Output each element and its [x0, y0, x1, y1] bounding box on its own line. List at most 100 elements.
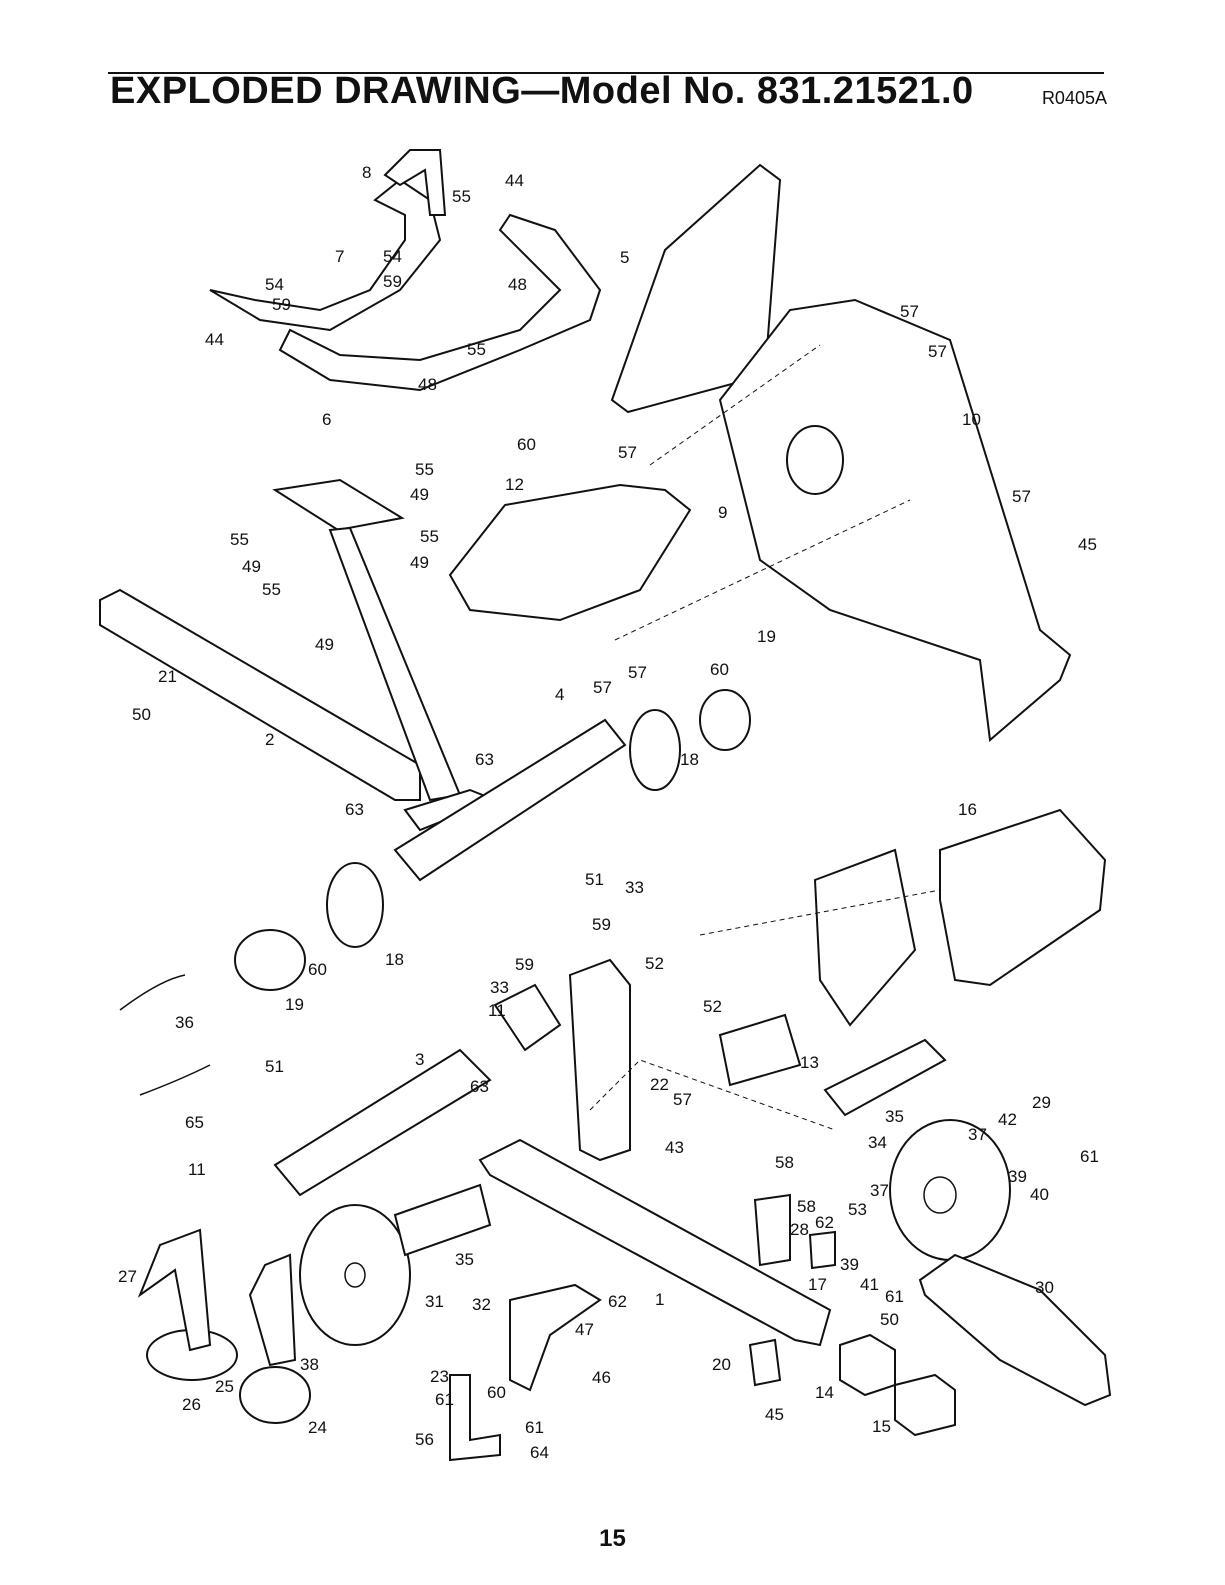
label-59-d: 59: [515, 955, 534, 974]
label-55-f: 55: [262, 580, 281, 599]
label-52-b: 52: [703, 997, 722, 1016]
wire-harnesses: [119, 974, 211, 1096]
page-number: 15: [599, 1525, 626, 1552]
flywheel: [889, 1119, 1112, 1407]
label-61-b: 61: [885, 1287, 904, 1306]
label-58-b: 58: [797, 1197, 816, 1216]
label-27: 27: [118, 1267, 137, 1286]
label-34: 34: [868, 1133, 887, 1152]
label-38: 38: [300, 1355, 319, 1374]
label-59-a: 59: [272, 295, 291, 314]
label-57-g: 57: [673, 1090, 692, 1109]
label-7: 7: [335, 247, 344, 266]
label-18-a: 18: [680, 750, 699, 769]
front-post: [493, 958, 631, 1162]
label-13: 13: [800, 1053, 819, 1072]
label-3: 3: [415, 1050, 424, 1069]
label-64: 64: [530, 1443, 549, 1462]
label-9: 9: [718, 503, 727, 522]
brake-and-housings: [449, 1193, 956, 1462]
label-50-b: 50: [880, 1310, 899, 1329]
label-6: 6: [322, 410, 331, 429]
label-55-a: 55: [452, 187, 471, 206]
label-51-a: 51: [265, 1057, 284, 1076]
label-23: 23: [430, 1367, 449, 1386]
label-30: 30: [1035, 1278, 1054, 1297]
label-60-a: 60: [517, 435, 536, 454]
label-19-b: 19: [285, 995, 304, 1014]
label-33-b: 33: [490, 978, 509, 997]
label-18-b: 18: [385, 950, 404, 969]
label-43: 43: [665, 1138, 684, 1157]
label-10: 10: [962, 410, 981, 429]
label-25: 25: [215, 1377, 234, 1396]
label-15: 15: [872, 1417, 891, 1436]
part-labels: 1 2 3 4 5 6 7 8 9 10 11 11 12 13 14 15 1…: [118, 163, 1099, 1462]
label-48-b: 48: [418, 375, 437, 394]
label-54-b: 54: [265, 275, 284, 294]
label-5: 5: [620, 248, 629, 267]
wheels: [234, 689, 751, 991]
label-57-f: 57: [628, 663, 647, 682]
drawing-code: R0405A: [1041, 88, 1107, 108]
label-49-a: 49: [410, 485, 429, 504]
label-24: 24: [308, 1418, 327, 1437]
label-60-d: 60: [487, 1383, 506, 1402]
label-44-b: 44: [205, 330, 224, 349]
assembly-lines: [589, 344, 941, 1131]
label-39-a: 39: [1008, 1167, 1027, 1186]
label-45-b: 45: [765, 1405, 784, 1424]
label-2: 2: [265, 730, 274, 749]
label-55-b: 55: [467, 340, 486, 359]
label-48-a: 48: [508, 275, 527, 294]
label-11-a: 11: [488, 1001, 506, 1020]
label-60-c: 60: [308, 960, 327, 979]
label-63-a: 63: [475, 750, 494, 769]
label-37-b: 37: [870, 1181, 889, 1200]
label-61-a: 61: [1080, 1147, 1099, 1166]
label-36: 36: [175, 1013, 194, 1032]
label-49-b: 49: [242, 557, 261, 576]
label-49-d: 49: [315, 635, 334, 654]
label-45-a: 45: [1078, 535, 1097, 554]
label-14: 14: [815, 1383, 834, 1402]
label-42: 42: [998, 1110, 1017, 1129]
label-4: 4: [555, 685, 564, 704]
label-57-e: 57: [593, 678, 612, 697]
label-44-a: 44: [505, 171, 524, 190]
label-63-c: 63: [470, 1077, 489, 1096]
label-56: 56: [415, 1430, 434, 1449]
seat-frame: [99, 478, 498, 832]
label-49-c: 49: [410, 553, 429, 572]
label-57-b: 57: [928, 342, 947, 361]
label-26: 26: [182, 1395, 201, 1414]
handlebar-assembly: [209, 149, 602, 392]
label-60-b: 60: [710, 660, 729, 679]
label-21: 21: [158, 667, 177, 686]
label-33-a: 33: [625, 878, 644, 897]
label-29: 29: [1032, 1093, 1051, 1112]
rear-shroud: [718, 298, 1072, 742]
label-59-c: 59: [592, 915, 611, 934]
label-28: 28: [790, 1220, 809, 1239]
label-62-b: 62: [608, 1292, 627, 1311]
label-17: 17: [808, 1275, 827, 1294]
label-55-c: 55: [415, 460, 434, 479]
pedals: [137, 1228, 311, 1424]
label-55-d: 55: [230, 530, 249, 549]
label-52-a: 52: [645, 954, 664, 973]
label-19-a: 19: [757, 627, 776, 646]
label-20: 20: [712, 1355, 731, 1374]
console: [718, 808, 1107, 1087]
label-32: 32: [472, 1295, 491, 1314]
page-title: EXPLODED DRAWING—Model No. 831.21521.0: [110, 70, 974, 112]
label-65: 65: [185, 1113, 204, 1132]
label-50-a: 50: [132, 705, 151, 724]
bearing-sets: [823, 1038, 947, 1117]
label-31: 31: [425, 1292, 444, 1311]
label-37-a: 37: [968, 1125, 987, 1144]
label-55-e: 55: [420, 527, 439, 546]
label-22: 22: [650, 1075, 669, 1094]
label-54-a: 54: [383, 247, 402, 266]
label-58-a: 58: [775, 1153, 794, 1172]
